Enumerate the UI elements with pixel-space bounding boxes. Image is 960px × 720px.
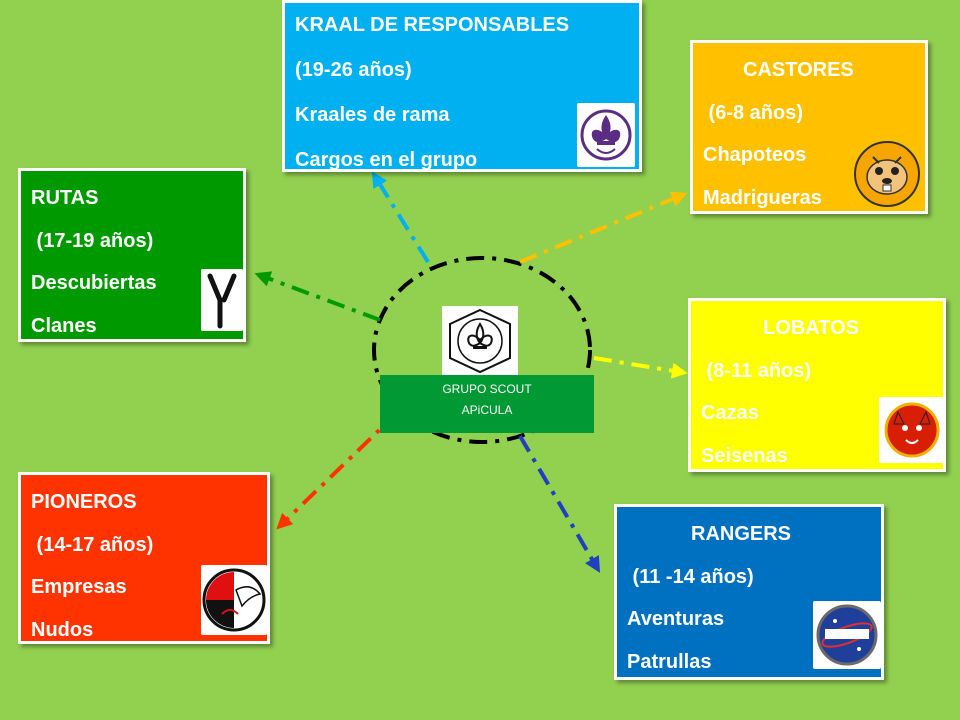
lobatos-title: LOBATOS (763, 317, 859, 339)
scout-fleur-de-lis-icon (577, 103, 635, 167)
group-scout-logo-icon (442, 306, 518, 376)
pioneros-box: PIONEROS (14-17 años) Empresas Nudos (18, 472, 270, 644)
pioneros-item-2: Nudos (31, 618, 94, 641)
lobatos-item-1: Cazas (701, 402, 759, 424)
rutas-title: RUTAS (31, 187, 99, 209)
forked-branch-icon (201, 269, 243, 331)
pioneros-age: (14-17 años) (31, 533, 154, 556)
pioneros-title: PIONEROS (31, 491, 137, 513)
rutas-box: RUTAS (17-19 años) Descubiertas Clanes (18, 168, 246, 342)
kraal-item-1: Kraales de rama (295, 104, 450, 126)
rutas-age: (17-19 años) (31, 229, 154, 252)
lobatos-item-2: Seisenas (701, 444, 788, 467)
wolf-head-icon (879, 397, 945, 463)
castores-item-2: Madrigueras (703, 186, 822, 209)
kraal-age: (19-26 años) (295, 59, 412, 81)
lobatos-age: (8-11 años) (701, 359, 812, 382)
lobatos-box: LOBATOS (8-11 años) Cazas Seisenas (688, 298, 946, 472)
castores-item-1: Chapoteos (703, 144, 807, 166)
rangers-box: RANGERS (11 -14 años) Aventuras Patrulla… (614, 504, 884, 680)
rangers-title: RANGERS (691, 523, 792, 545)
rangers-item-2: Patrullas (627, 650, 712, 673)
pioneer-emblem-icon (201, 565, 267, 635)
arrow-to-castores (519, 191, 688, 264)
group-title: GRUPO SCOUT APiCULA (380, 375, 594, 433)
castores-age: (6-8 años) (703, 101, 804, 124)
arrow-to-kraal (371, 171, 430, 264)
rangers-item-1: Aventuras (627, 608, 725, 630)
rutas-item-2: Clanes (31, 314, 97, 337)
pioneros-item-1: Empresas (31, 576, 127, 598)
group-title-line-2: APiCULA (461, 403, 513, 417)
castores-box: CASTORES (6-8 años) Chapoteos Madriguera… (690, 40, 928, 214)
kraal-item-2: Cargos en el grupo (295, 149, 478, 171)
rangers-age: (11 -14 años) (627, 565, 754, 588)
arrow-to-lobatos (593, 356, 688, 379)
rutas-item-1: Descubiertas (31, 272, 157, 294)
rangers-badge-icon (813, 601, 881, 669)
arrow-to-rangers (518, 434, 601, 573)
kraal-box: KRAAL DE RESPONSABLES (19-26 años) Kraal… (282, 0, 642, 172)
group-title-line-1: GRUPO SCOUT (442, 382, 532, 396)
castores-title: CASTORES (743, 59, 854, 81)
arrow-to-rutas (254, 271, 381, 322)
beaver-icon (853, 139, 921, 209)
kraal-title: KRAAL DE RESPONSABLES (295, 14, 570, 36)
